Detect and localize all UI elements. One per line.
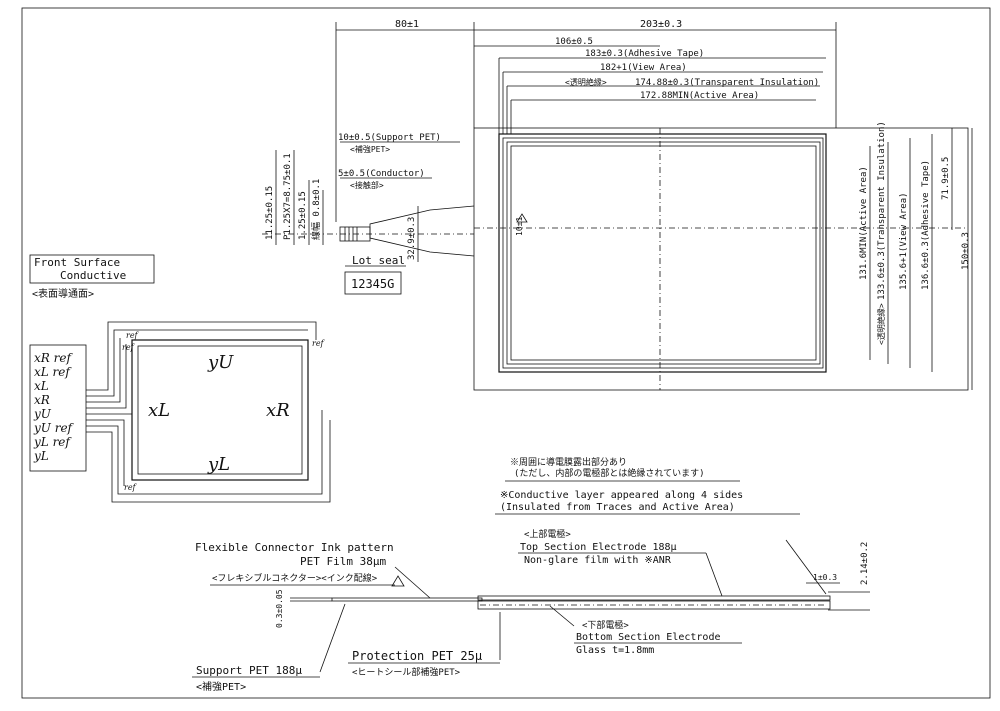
protection-label: Protection PET 25μ bbox=[352, 649, 482, 663]
dim-conductor-5: 5±0.5(Conductor) bbox=[338, 169, 425, 179]
dim-p125: P1.25X7=8.75±0.1 bbox=[283, 153, 293, 240]
top-electrode-jp: <上部電極> bbox=[524, 528, 571, 540]
pin-5: yU bbox=[33, 407, 52, 421]
lot-seal-label: Lot seal bbox=[352, 254, 405, 267]
note-en-1: ※Conductive layer appeared along 4 sides bbox=[500, 490, 743, 501]
lot-seal-value: 12345G bbox=[351, 277, 394, 291]
glass-outline bbox=[473, 127, 969, 391]
ref-3: ref bbox=[312, 339, 326, 348]
bottom-electrode-label: Bottom Section Electrode bbox=[576, 632, 721, 643]
dim-1125: 11.25±0.15 bbox=[265, 186, 275, 240]
top-film bbox=[477, 595, 831, 601]
dim-106: 106±0.5 bbox=[555, 37, 593, 47]
front-title-1: Front Surface bbox=[34, 256, 120, 269]
panel-top-view bbox=[262, 127, 969, 391]
label-yU: yU bbox=[207, 352, 234, 373]
dim-r-150: 150±0.3 bbox=[961, 232, 971, 270]
support-jp: <補強PET> bbox=[196, 680, 246, 693]
dim-r-active: 131.6MIN(Active Area) bbox=[859, 166, 869, 280]
glass-layer bbox=[477, 600, 831, 610]
schematic-electrode bbox=[131, 339, 309, 481]
front-title-2: Conductive bbox=[60, 269, 126, 282]
dim-183: 183±0.3(Adhesive Tape) bbox=[585, 49, 704, 59]
dim-r-insul-jp: <透明絶縁> bbox=[876, 303, 886, 345]
pin-3: xL bbox=[34, 379, 49, 393]
dim-insul-jp: <透明絶縁> bbox=[565, 77, 607, 87]
top-dimensions: 80±1 203±0.3 106±0.5 183±0.3(Adhesive Ta… bbox=[335, 19, 837, 222]
dim-182: 182+1(View Area) bbox=[600, 63, 687, 73]
dim-80: 80±1 bbox=[395, 19, 419, 30]
bottom-electrode-jp: <下部電極> bbox=[582, 619, 629, 631]
sheet-border bbox=[21, 7, 991, 699]
tail-dimensions: 10±0.5(Support PET) <補強PET> 5±0.5(Conduc… bbox=[265, 133, 524, 295]
note-en-2: (Insulated from Traces and Active Area) bbox=[500, 502, 735, 513]
cross-section: Flexible Connector Ink pattern PET Film … bbox=[192, 528, 870, 693]
front-title-box bbox=[29, 254, 155, 284]
ref-4: ref bbox=[124, 483, 138, 492]
dim-support-10: 10±0.5(Support PET) bbox=[338, 133, 441, 143]
protection-jp: <ヒートシール部補強PET> bbox=[352, 666, 461, 678]
lot-seal-box bbox=[344, 271, 402, 295]
dim-r-adhesive: 136.6±0.3(Adhesive Tape) bbox=[921, 160, 931, 290]
flex-label-2: PET Film 38μm bbox=[300, 555, 386, 568]
right-dimensions: 131.6MIN(Active Area) 133.6±0.3(Transpar… bbox=[859, 121, 973, 390]
pin-7: yL ref bbox=[33, 435, 72, 449]
note-jp-2: (ただし、内部の電極部とは絶縁されています) bbox=[514, 467, 705, 479]
dim-r-view: 135.6+1(View Area) bbox=[899, 192, 909, 290]
notes: ※周囲に導電膜露出部分あり (ただし、内部の電極部とは絶縁されています) ※Co… bbox=[495, 456, 800, 515]
tail-outline bbox=[369, 205, 475, 257]
dim-10: 10±1 bbox=[515, 217, 524, 236]
front-surface-schematic: Front Surface Conductive <表面導通面> xR ref … bbox=[29, 254, 331, 503]
ref-1: ref bbox=[126, 331, 140, 340]
flex-label-jp: <フレキシブルコネクター><インク配線> bbox=[212, 572, 378, 584]
dim-172: 172.88MIN(Active Area) bbox=[640, 91, 759, 101]
dim-174: 174.88±0.3(Transparent Insulation) bbox=[635, 78, 819, 88]
label-yL: yL bbox=[207, 454, 230, 475]
front-title-jp: <表面導通面> bbox=[32, 287, 94, 300]
pin-8: yL bbox=[33, 449, 49, 463]
adhesive-outline bbox=[498, 133, 827, 373]
support-label: Support PET 188μ bbox=[196, 664, 302, 677]
pin-2: xL ref bbox=[34, 365, 72, 379]
dim-329: 32.9±0.3 bbox=[407, 217, 417, 260]
view-outline bbox=[502, 137, 824, 369]
label-xL: xL bbox=[148, 400, 170, 421]
dim-support-jp: <補強PET> bbox=[350, 144, 390, 154]
pin-1: xR ref bbox=[34, 351, 73, 365]
bottom-electrode-sub: Glass t=1.8mm bbox=[576, 645, 654, 656]
flex-layer bbox=[331, 597, 483, 602]
dim-r-insul: 133.6±0.3(Transparent Insulation) bbox=[877, 121, 887, 300]
dim-r-719: 71.9±0.5 bbox=[941, 157, 951, 200]
dim-08: 線幅 0.8±0.1 bbox=[310, 179, 322, 240]
dim-203: 203±0.3 bbox=[640, 19, 682, 30]
ref-2: ref bbox=[122, 343, 136, 352]
top-electrode-label: Top Section Electrode 188μ bbox=[520, 542, 677, 553]
warning-triangle bbox=[516, 213, 528, 223]
dim-1: 1±0.3 bbox=[813, 573, 837, 582]
dim-03: 0.3±0.05 bbox=[275, 589, 284, 628]
active-outline bbox=[510, 145, 817, 361]
dim-125: 1.25±0.15 bbox=[298, 191, 308, 240]
insulation-outline bbox=[506, 141, 821, 365]
dim-conductor-jp: <接触部> bbox=[350, 180, 384, 190]
note-jp-1: ※周囲に導電膜露出部分あり bbox=[510, 456, 627, 468]
pin-4: xR bbox=[34, 393, 50, 407]
top-electrode-sub: Non-glare film with ※ANR bbox=[524, 555, 672, 566]
flex-label-1: Flexible Connector Ink pattern bbox=[195, 541, 394, 554]
pin-6: yU ref bbox=[33, 421, 75, 435]
label-xR: xR bbox=[266, 400, 290, 421]
dim-214: 2.14±0.2 bbox=[860, 542, 870, 585]
